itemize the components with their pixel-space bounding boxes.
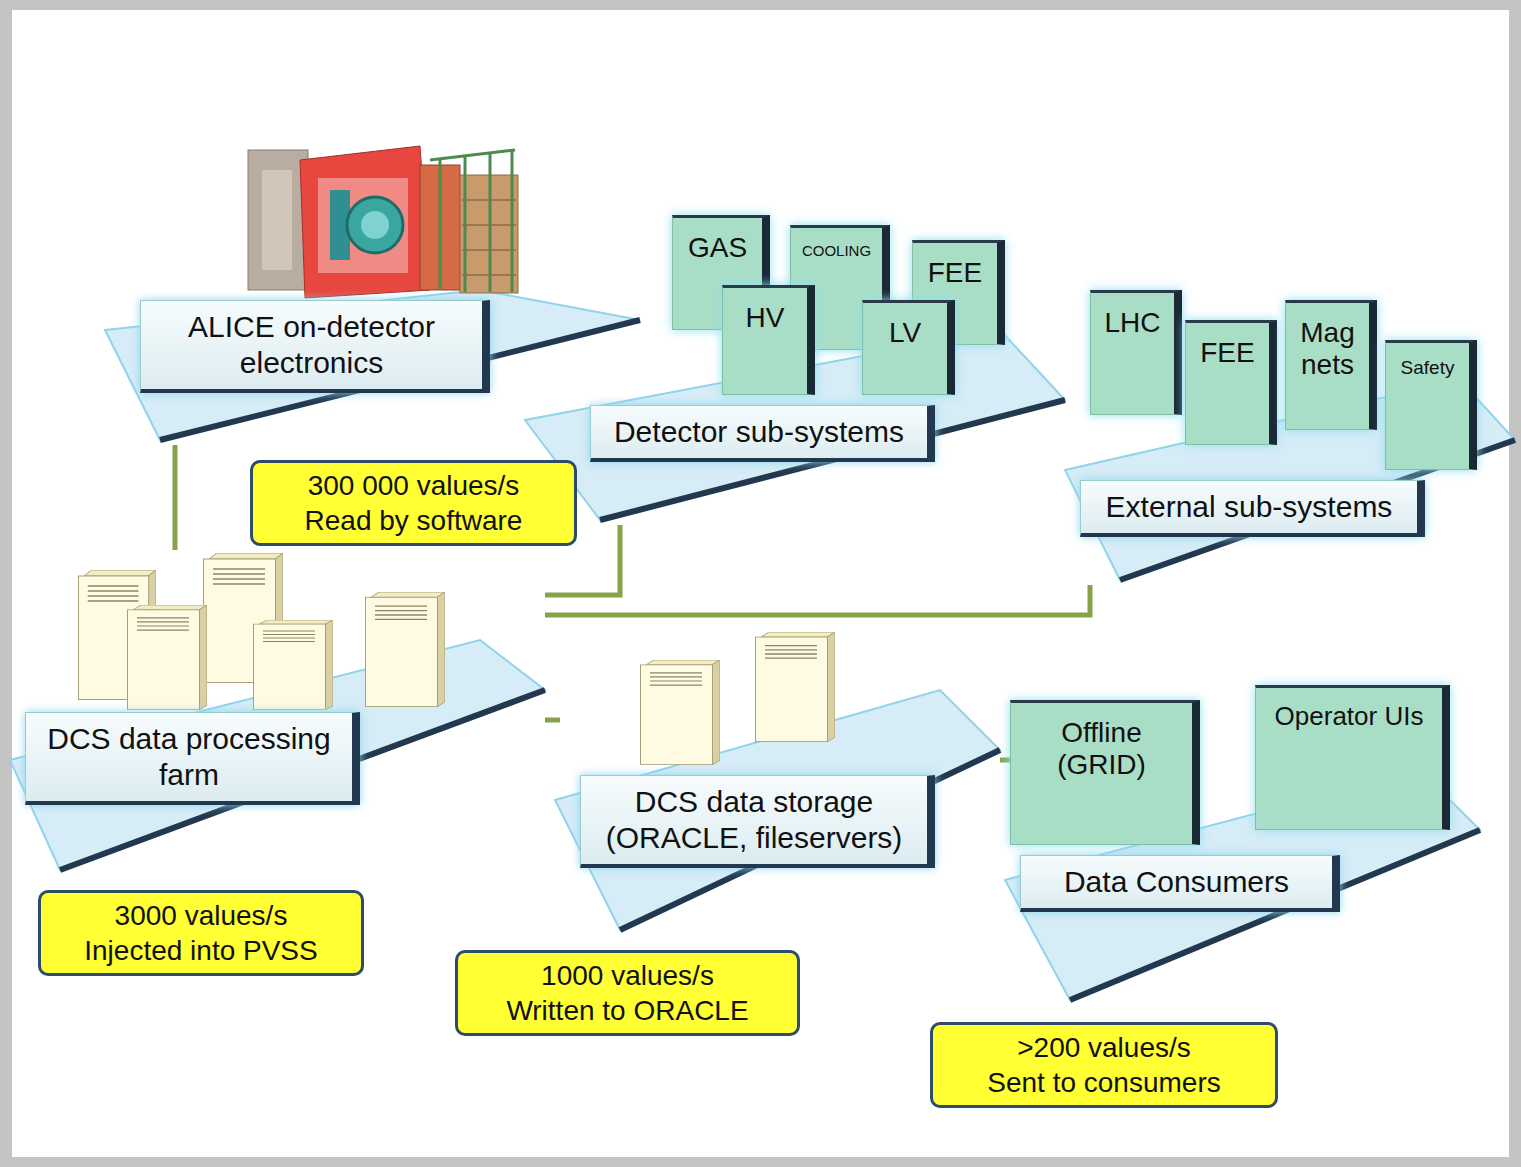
- subsystem-box: FEE: [1185, 320, 1277, 445]
- panel-label: External sub-systems: [1080, 480, 1425, 537]
- rate-note: 1000 values/sWritten to ORACLE: [455, 950, 800, 1036]
- platform-panel: External sub-systems LHC FEE Mag netsSafety: [1070, 275, 1515, 585]
- rate-note: 300 000 values/sRead by software: [250, 460, 577, 546]
- box-label: Safety: [1386, 343, 1469, 379]
- detector-illustration: [248, 146, 518, 298]
- subsystem-box: Safety: [1385, 340, 1477, 470]
- subsystem-box: HV: [722, 285, 815, 395]
- box-label: GAS: [673, 218, 762, 264]
- platform-panel: DCS data storage (ORACLE, fileservers): [560, 630, 1000, 940]
- note-text: 1000 values/s: [466, 958, 789, 993]
- note-text: >200 values/s: [941, 1030, 1267, 1065]
- server-rack: [366, 592, 446, 707]
- subsystem-box: Offline (GRID): [1010, 700, 1200, 845]
- rate-note: >200 values/sSent to consumers: [930, 1022, 1278, 1108]
- subsystem-box: Mag nets: [1285, 300, 1377, 430]
- note-text: Sent to consumers: [941, 1065, 1267, 1100]
- panel-label: Detector sub-systems: [590, 405, 935, 462]
- subsystem-box: LV: [862, 300, 955, 395]
- box-label: FEE: [1186, 323, 1269, 369]
- subsystem-box: LHC: [1090, 290, 1182, 415]
- panel-label: ALICE on-detector electronics: [140, 300, 490, 393]
- data-link: [1000, 758, 1010, 763]
- data-link: [173, 445, 178, 550]
- page-ground: [12, 10, 1509, 1157]
- box-label: HV: [723, 288, 807, 334]
- box-label: LV: [863, 303, 947, 349]
- server-rack: [254, 620, 334, 710]
- panel-label: DCS data storage (ORACLE, fileservers): [580, 775, 935, 868]
- box-label: Operator UIs: [1256, 688, 1442, 732]
- panel-label: DCS data processing farm: [25, 712, 360, 805]
- rate-note: 3000 values/sInjected into PVSS: [38, 890, 364, 976]
- platform-panel: ALICE on-detector electronics: [110, 285, 515, 445]
- note-text: Read by software: [261, 503, 566, 538]
- data-link: [545, 718, 560, 723]
- note-text: Injected into PVSS: [49, 933, 353, 968]
- server-rack: [641, 660, 721, 765]
- note-text: 300 000 values/s: [261, 468, 566, 503]
- note-text: Written to ORACLE: [466, 993, 789, 1028]
- box-label: LHC: [1091, 293, 1174, 339]
- box-label: COOLING: [791, 228, 882, 259]
- platform-panel: Detector sub-systems GAS COOLING FEE HV LV: [525, 210, 1060, 525]
- platform-panel: DCS data processing farm: [10, 550, 545, 880]
- platform-panel: Data Consumers Offline (GRID) Operator UIs: [1010, 685, 1480, 1010]
- box-label: Offline (GRID): [1011, 703, 1192, 781]
- platform-slabs: [10, 290, 1515, 1000]
- note-text: 3000 values/s: [49, 898, 353, 933]
- box-label: FEE: [913, 243, 997, 289]
- subsystem-box: Operator UIs: [1255, 685, 1450, 830]
- panel-label: Data Consumers: [1020, 855, 1340, 912]
- server-rack: [128, 605, 208, 710]
- box-label: Mag nets: [1286, 303, 1369, 381]
- data-link: [545, 585, 1090, 615]
- server-rack: [756, 632, 836, 742]
